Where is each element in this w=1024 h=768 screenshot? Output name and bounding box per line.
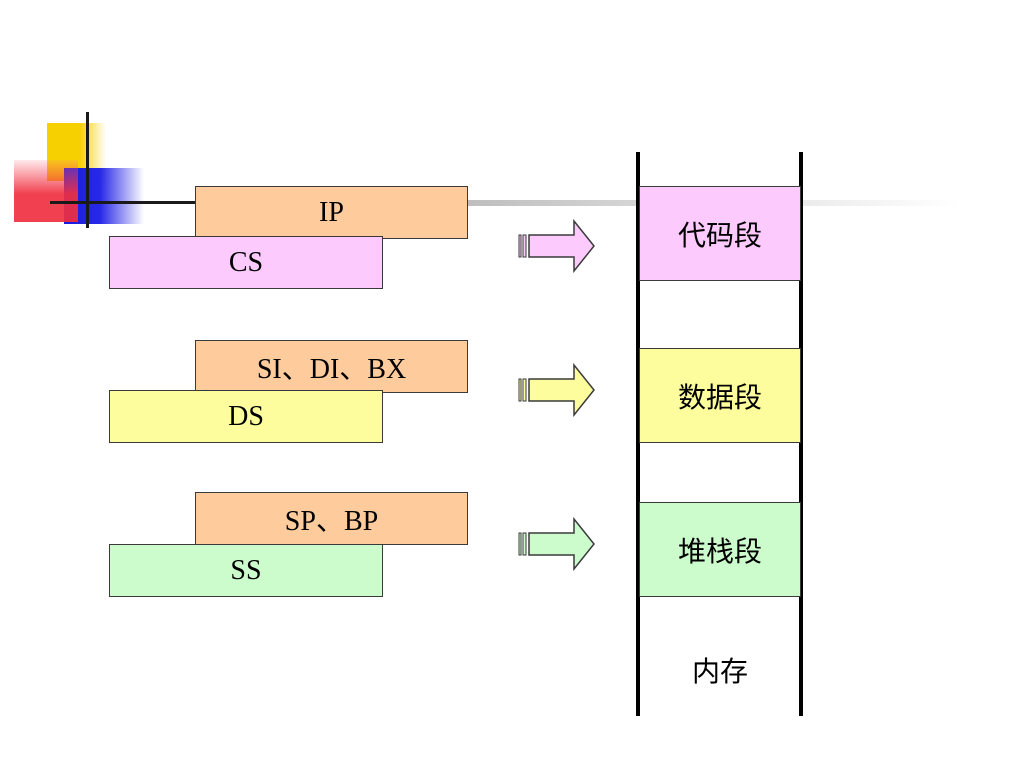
data-segment: 数据段 [639, 348, 801, 443]
memory-left-wall [636, 152, 640, 716]
stack-segment-label: 堆栈段 [677, 534, 762, 568]
segment-register-ss: SS [109, 544, 383, 597]
stack-segment: 堆栈段 [639, 502, 801, 597]
red-square-decoration [14, 160, 78, 222]
data-segment-label: 数据段 [677, 380, 762, 414]
offset-register-ip: IP [195, 186, 468, 239]
memory-right-wall [799, 152, 803, 716]
cross-horizontal-line [50, 201, 200, 204]
code-segment-label: 代码段 [677, 218, 762, 252]
offset-register-sp-bp: SP、BP [195, 492, 468, 545]
offset-register-sp-bp-label: SP、BP [284, 505, 379, 537]
offset-register-si-di-bx-label: SI、DI、BX [256, 353, 407, 385]
segment-register-ds-label: DS [228, 400, 264, 432]
code-segment: 代码段 [639, 186, 801, 281]
memory-label: 内存 [691, 655, 748, 688]
cross-vertical-line [86, 112, 89, 228]
offset-register-si-di-bx: SI、DI、BX [195, 340, 468, 393]
arrow-to-stack-segment-icon [518, 516, 595, 572]
segment-register-ds: DS [109, 390, 383, 443]
segment-register-cs-label: CS [228, 246, 264, 278]
arrow-to-data-segment-icon [518, 362, 595, 418]
segment-register-cs: CS [109, 236, 383, 289]
segment-register-ss-label: SS [230, 554, 262, 586]
arrow-to-code-segment-icon [518, 218, 595, 274]
offset-register-ip-label: IP [319, 196, 344, 228]
